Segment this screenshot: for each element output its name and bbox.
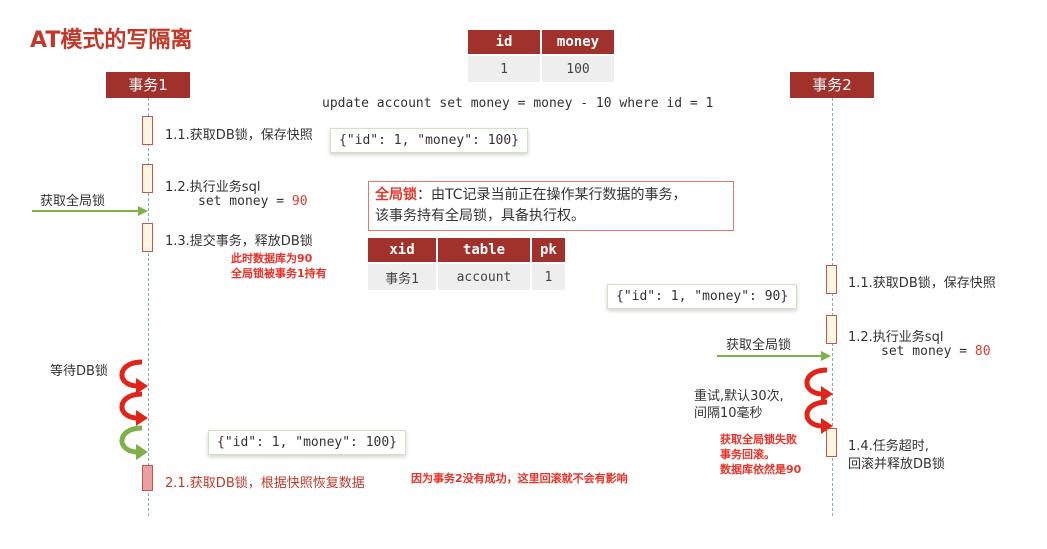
tx2-step2-line1: 1.2.执行业务sql: [848, 330, 944, 345]
lock-table: xid table pk 事务1 account 1: [366, 236, 567, 292]
actor-tx1: 事务1: [106, 72, 190, 98]
global-lock-label: 全局锁: [375, 187, 417, 203]
tx1-note-line1: 此时数据库为90: [231, 252, 313, 265]
tx2-money-value: 80: [974, 344, 991, 359]
tx1-acquire-global-arrow: [32, 206, 148, 216]
account-cell-money: 100: [542, 56, 614, 82]
tx1-wait-arrow-2: [119, 391, 148, 426]
tx2-acquire-global-label: 获取全局锁: [726, 338, 792, 353]
lock-cell-xid: 事务1: [368, 264, 436, 290]
tx1-activation-4: [142, 465, 153, 491]
tx2-fail-line2: 事务回滚。: [720, 448, 775, 461]
tx2-step1: 1.1.获取DB锁，保存快照: [848, 276, 996, 291]
tx1-activation-2: [142, 164, 153, 193]
lifeline-tx2: [832, 98, 833, 516]
page-title: AT模式的写隔离: [30, 28, 193, 53]
tx2-activation-2: [826, 315, 837, 344]
tx1-activation-3: [142, 223, 153, 252]
update-sql: update account set money = money - 10 wh…: [322, 96, 714, 111]
tx2-retry-line1: 重试,默认30次,: [694, 389, 784, 404]
tx1-activation-1: [142, 116, 153, 145]
tx2-fail-line1: 获取全局锁失败: [720, 433, 797, 446]
tx1-step3: 1.3.提交事务，释放DB锁: [165, 234, 313, 249]
tx2-acquire-global-arrow: [717, 351, 831, 361]
tx2-activation-3: [826, 428, 837, 457]
tx1-step21: 2.1.获取DB锁，根据快照恢复数据: [165, 476, 365, 491]
tx1-acquire-db-arrow: [119, 425, 148, 460]
tx2-retry-arrow-2: [804, 399, 833, 434]
lock-cell-pk: 1: [532, 264, 565, 290]
snapshot-restore: {"id": 1, "money": 100}: [208, 430, 407, 455]
account-header-id: id: [468, 30, 540, 54]
tx2-retry-arrow-1: [804, 367, 833, 402]
lock-cell-table: account: [438, 264, 530, 290]
snapshot-tx1: {"id": 1, "money": 100}: [330, 128, 529, 153]
global-lock-text-1: ：由TC记录当前正在操作某行数据的事务，: [417, 187, 687, 203]
lifeline-tx1: [148, 98, 149, 516]
tx1-step2-line2: set money = 90: [198, 194, 308, 209]
tx2-retry-line2: 间隔10毫秒: [694, 406, 763, 421]
tx1-step2-line1: 1.2.执行业务sql: [165, 180, 261, 195]
snapshot-tx2: {"id": 1, "money": 90}: [607, 284, 798, 309]
actor-tx2: 事务2: [790, 72, 874, 98]
tx2-fail-line3: 数据库依然是90: [720, 463, 802, 476]
account-header-money: money: [542, 30, 614, 54]
tx1-acquire-global-label: 获取全局锁: [40, 194, 106, 209]
tx1-wait-db-label: 等待DB锁: [50, 364, 108, 379]
lock-header-xid: xid: [368, 238, 436, 262]
tx1-step1: 1.1.获取DB锁，保存快照: [165, 128, 313, 143]
global-lock-text-2: 该事务持有全局锁，具备执行权。: [375, 208, 585, 224]
tx2-step4-line1: 1.4.任务超时,: [848, 439, 929, 454]
tx2-step2-line2: set money = 80: [881, 344, 991, 359]
rollback-note-text: 因为事务2没有成功，这里回滚就不会有影响: [411, 472, 628, 485]
account-table: id money 1 100: [466, 28, 616, 84]
lock-header-table: table: [438, 238, 530, 262]
tx1-note-line2: 全局锁被事务1持有: [231, 267, 327, 280]
tx1-money-value: 90: [291, 194, 308, 209]
lock-header-pk: pk: [532, 238, 565, 262]
global-lock-box: 全局锁：由TC记录当前正在操作某行数据的事务， 该事务持有全局锁，具备执行权。: [368, 181, 734, 231]
tx2-step4-line2: 回滚并释放DB锁: [848, 457, 945, 472]
tx1-wait-arrow-1: [119, 359, 148, 394]
tx2-activation-1: [826, 265, 837, 294]
account-cell-id: 1: [468, 56, 540, 82]
